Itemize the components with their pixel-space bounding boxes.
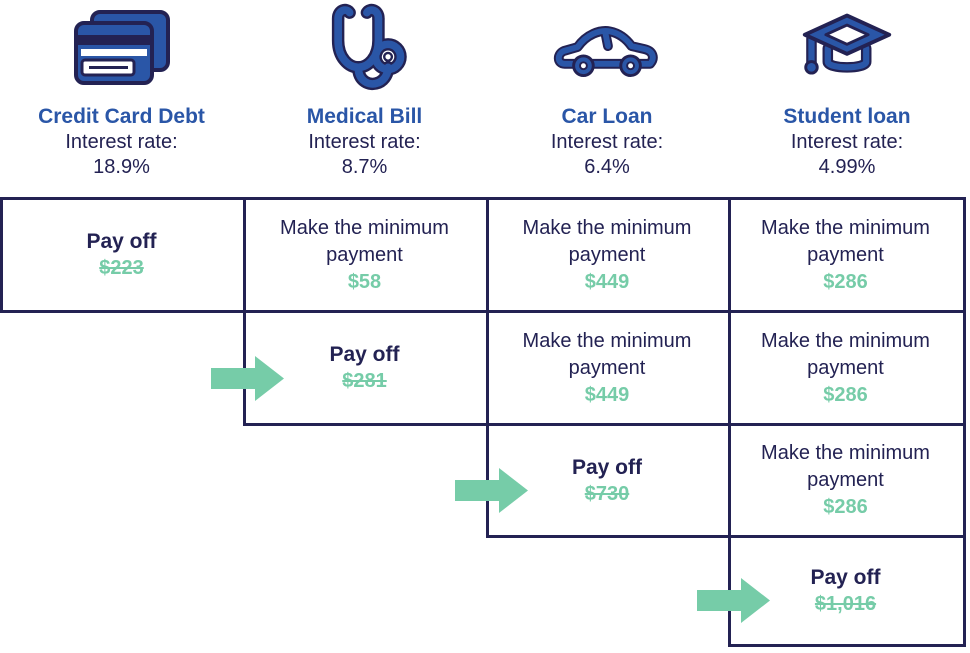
step-arrow-student bbox=[697, 578, 770, 623]
car-icon bbox=[553, 26, 658, 78]
cell-minimum-car-r1: Make the minimum payment $449 bbox=[486, 200, 728, 310]
grid-line-right-edge bbox=[963, 197, 966, 647]
column-title: Medical Bill bbox=[306, 105, 423, 128]
minimum-label: Make the minimum payment bbox=[761, 442, 930, 491]
grid-line-row1-bottom bbox=[0, 310, 966, 313]
payoff-label: Pay off bbox=[810, 566, 881, 589]
grid-line-col2 bbox=[486, 197, 489, 538]
payoff-label: Pay off bbox=[329, 343, 400, 366]
payoff-amount: $1,016 bbox=[814, 593, 877, 615]
column-title: Credit Card Debt bbox=[38, 105, 205, 128]
payoff-amount: $730 bbox=[584, 482, 630, 505]
graduation-cap-icon-box bbox=[799, 0, 895, 104]
step-arrow-medical bbox=[211, 356, 284, 401]
grid-line-row3-bottom bbox=[486, 535, 966, 538]
minimum-label: Make the minimum payment bbox=[761, 216, 930, 266]
minimum-amount: $58 bbox=[347, 270, 382, 293]
graduation-cap-icon bbox=[802, 13, 892, 75]
interest-rate-value: 6.4% bbox=[584, 156, 630, 178]
minimum-amount: $449 bbox=[584, 383, 630, 406]
cell-payoff-medical: Pay off $281 bbox=[243, 313, 486, 423]
payoff-amount: $223 bbox=[99, 257, 144, 279]
column-header-car-loan: Car Loan Interest rate: 6.4% bbox=[486, 0, 728, 197]
minimum-label: Make the minimum payment bbox=[280, 216, 449, 266]
cell-minimum-student-r2: Make the minimum payment $286 bbox=[728, 313, 963, 423]
grid-line-col3 bbox=[728, 197, 731, 647]
payoff-label: Pay off bbox=[86, 230, 157, 253]
grid-line-top bbox=[0, 197, 966, 200]
column-title: Car Loan bbox=[561, 105, 653, 128]
cell-payoff-credit-card: Pay off $223 bbox=[0, 200, 243, 310]
grid-line-col1 bbox=[243, 197, 246, 426]
interest-rate-value: 4.99% bbox=[818, 156, 876, 178]
minimum-amount: $286 bbox=[823, 496, 868, 518]
payoff-label: Pay off bbox=[571, 455, 642, 479]
minimum-label: Make the minimum payment bbox=[522, 329, 692, 379]
minimum-amount: $286 bbox=[823, 270, 868, 293]
minimum-label: Make the minimum payment bbox=[522, 216, 692, 266]
minimum-amount: $286 bbox=[823, 383, 868, 406]
interest-rate-label: Interest rate: bbox=[790, 131, 904, 153]
cell-minimum-student-r1: Make the minimum payment $286 bbox=[728, 200, 963, 310]
grid-line-left-edge bbox=[0, 197, 3, 313]
grid-line-row2-bottom bbox=[243, 423, 966, 426]
minimum-label: Make the minimum payment bbox=[761, 329, 930, 379]
payoff-amount: $281 bbox=[342, 370, 387, 392]
interest-rate-value: 8.7% bbox=[341, 156, 388, 178]
cell-payoff-car: Pay off $730 bbox=[486, 426, 728, 535]
interest-rate-label: Interest rate: bbox=[65, 131, 178, 153]
column-header-credit-card: Credit Card Debt Interest rate: 18.9% bbox=[0, 0, 243, 197]
credit-card-icon bbox=[73, 10, 170, 85]
column-header-student-loan: Student loan Interest rate: 4.99% bbox=[728, 0, 966, 197]
cell-minimum-car-r2: Make the minimum payment $449 bbox=[486, 313, 728, 423]
cell-minimum-student-r3: Make the minimum payment $286 bbox=[728, 426, 963, 535]
column-header-medical-bill: Medical Bill Interest rate: 8.7% bbox=[243, 0, 486, 197]
grid-line-row4-bottom bbox=[728, 644, 966, 647]
stethoscope-icon bbox=[331, 3, 407, 91]
cell-payoff-student: Pay off $1,016 bbox=[728, 538, 963, 644]
credit-card-icon-box bbox=[72, 0, 172, 104]
step-arrow-car bbox=[455, 468, 528, 513]
interest-rate-label: Interest rate: bbox=[550, 131, 664, 153]
car-icon-box bbox=[553, 0, 661, 104]
cell-minimum-medical-r1: Make the minimum payment $58 bbox=[243, 200, 486, 310]
stethoscope-icon-box bbox=[317, 0, 413, 104]
interest-rate-label: Interest rate: bbox=[308, 131, 421, 153]
column-title: Student loan bbox=[783, 105, 911, 128]
minimum-amount: $449 bbox=[584, 270, 630, 293]
interest-rate-value: 18.9% bbox=[93, 156, 150, 178]
